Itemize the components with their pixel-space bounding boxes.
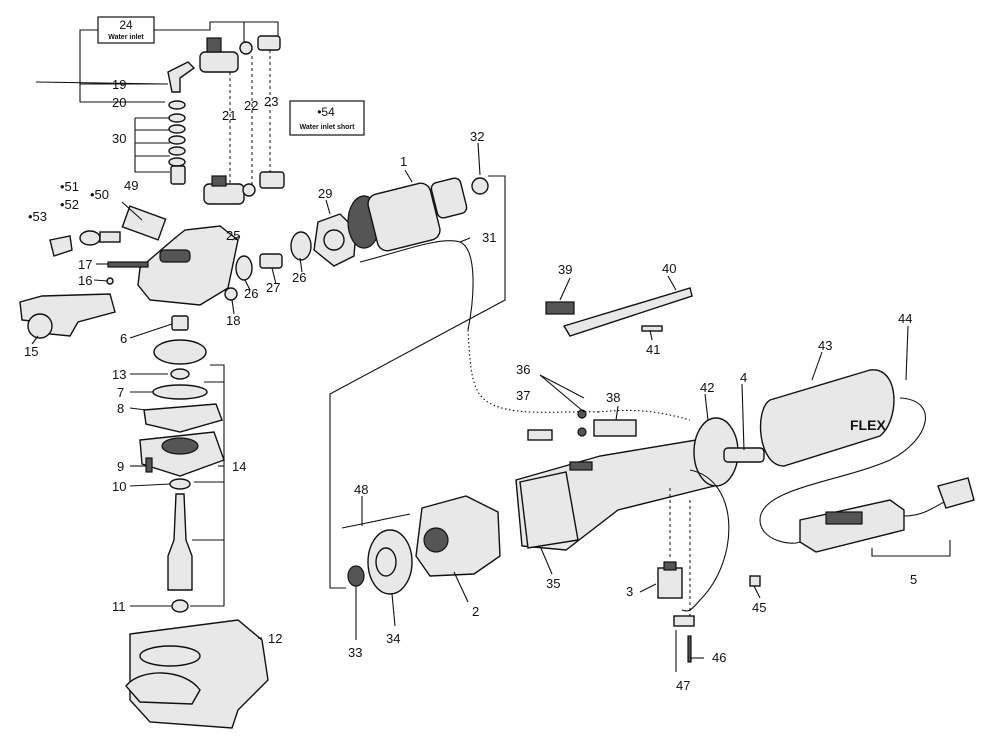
- terminal-45: [749, 575, 761, 587]
- water-inlet-short-box: •54 Water inlet short: [289, 100, 365, 136]
- callout-7: 7: [117, 385, 124, 400]
- seal-ring: [367, 529, 413, 595]
- callout-8: 8: [117, 401, 124, 416]
- callout-30: 30: [112, 131, 126, 146]
- callout-26b: 26: [292, 270, 306, 285]
- o-ring-stack: [168, 100, 186, 185]
- callout-20: 20: [112, 95, 126, 110]
- callout-26a: 26: [244, 286, 258, 301]
- callout-23: 23: [264, 94, 278, 109]
- callout-44: 44: [898, 311, 912, 326]
- callout-31: 31: [482, 230, 496, 245]
- strain-relief: [673, 615, 695, 663]
- cord-guard: [723, 447, 765, 463]
- callout-36: 36: [516, 362, 530, 377]
- plug: [937, 477, 975, 509]
- callout-33: 33: [348, 645, 362, 660]
- motor-housing: [515, 439, 715, 551]
- water-inlet-box: 24 Water inlet: [97, 16, 155, 44]
- callout-2: 2: [472, 604, 479, 619]
- callout-43: 43: [818, 338, 832, 353]
- callout-labels: 1 2 3 4 5 6 7 8 9 10 11 12 13 14 15 16 1…: [24, 77, 917, 693]
- callout-3: 3: [626, 584, 633, 599]
- callout-47: 47: [676, 678, 690, 693]
- callout-53: •53: [28, 209, 47, 224]
- callout-38: 38: [606, 390, 620, 405]
- callout-51: •51: [60, 179, 79, 194]
- box54-caption: Water inlet short: [300, 124, 356, 131]
- callout-34: 34: [386, 631, 400, 646]
- callout-17: 17: [78, 257, 92, 272]
- handle-cover: FLEX: [759, 369, 895, 467]
- callout-18: 18: [226, 313, 240, 328]
- armature: [347, 177, 489, 252]
- callout-15: 15: [24, 344, 38, 359]
- field-coil: [415, 495, 501, 577]
- callout-22: 22: [244, 98, 258, 113]
- callout-52: •52: [60, 197, 79, 212]
- callout-11: 11: [112, 599, 126, 614]
- callout-45: 45: [752, 600, 766, 615]
- callout-12: 12: [268, 631, 282, 646]
- callout-19: 19: [112, 77, 126, 92]
- callout-9: 9: [117, 459, 124, 474]
- bearing-plate: [313, 213, 357, 267]
- callout-42: 42: [700, 380, 714, 395]
- callout-32: 32: [470, 129, 484, 144]
- callout-13: 13: [112, 367, 126, 382]
- gear-head-housing: [137, 225, 239, 306]
- spindle-lock-parts: [49, 205, 167, 285]
- box54-number: •54: [317, 105, 335, 119]
- bearing-33: [347, 565, 365, 587]
- callout-25: 25: [226, 228, 240, 243]
- callout-16: 16: [78, 273, 92, 288]
- callout-5: 5: [910, 572, 917, 587]
- callout-27: 27: [266, 280, 280, 295]
- switch-3: [657, 561, 683, 599]
- elbow-fitting: [167, 61, 196, 93]
- gear-flange-stack: [139, 315, 225, 613]
- lever-arm: [19, 293, 116, 339]
- callout-10: 10: [112, 479, 126, 494]
- callout-48: 48: [354, 482, 368, 497]
- callout-41: 41: [646, 342, 660, 357]
- box24-caption: Water inlet: [108, 34, 144, 41]
- callout-46: 46: [712, 650, 726, 665]
- callout-4: 4: [740, 370, 747, 385]
- callout-50: •50: [90, 187, 109, 202]
- callout-49: 49: [124, 178, 138, 193]
- callout-29: 29: [318, 186, 332, 201]
- brand-logo: FLEX: [850, 417, 886, 433]
- callout-14: 14: [232, 459, 246, 474]
- bearing-washers: [224, 231, 312, 301]
- callout-39: 39: [558, 262, 572, 277]
- water-valve-upper: [199, 35, 281, 73]
- inline-switch-box: [799, 499, 905, 553]
- callout-37: 37: [516, 388, 530, 403]
- callout-1: 1: [400, 154, 407, 169]
- wheel-guard: [125, 619, 269, 729]
- callout-6: 6: [120, 331, 127, 346]
- box24-number: 24: [119, 18, 133, 32]
- callout-35: 35: [546, 576, 560, 591]
- callout-21: 21: [222, 108, 236, 123]
- callout-40: 40: [662, 261, 676, 276]
- water-valve-lower: [203, 171, 285, 205]
- brush-parts: [527, 287, 693, 441]
